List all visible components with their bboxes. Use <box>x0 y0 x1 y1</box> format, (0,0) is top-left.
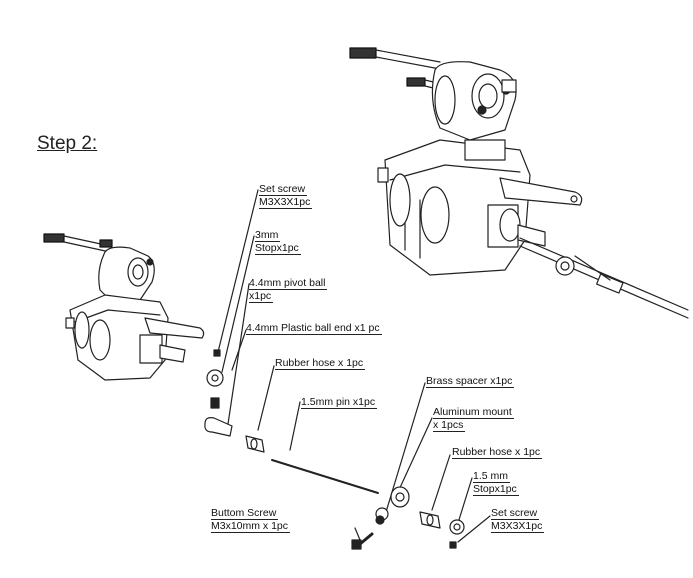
label-bottom-screw: Buttom Screw M3x10mm x 1pc <box>211 507 291 533</box>
label-aluminum-mount: Aluminum mount x 1pcs <box>433 406 514 432</box>
label-rubber-hose-right: Rubber hose x 1pc <box>452 446 543 459</box>
step-title: Step 2: <box>37 133 98 154</box>
label-1-5mm-stop: 1.5 mm Stopx1pc <box>473 470 519 496</box>
assembled-gearbox-small <box>43 233 205 381</box>
label-set-screw-bottom: Set screw M3X3X1pc <box>491 507 545 533</box>
assembled-gearbox-large <box>349 47 689 319</box>
label-pivot-ball: 4.4mm pivot ball x1pc <box>249 277 328 303</box>
label-set-screw-top: Set screw M3X3X1pc <box>259 183 313 209</box>
input-shaft-large <box>349 47 441 70</box>
label-rubber-hose-left: Rubber hose x 1pc <box>275 357 366 370</box>
label-pin: 1.5mm pin x1pc <box>301 396 378 409</box>
label-brass-spacer: Brass spacer x1pc <box>426 375 515 388</box>
label-plastic-ball-end: 4.4mm Plastic ball end x1 pc <box>246 322 382 335</box>
label-3mm-stop: 3mm Stopx1pc <box>255 229 301 255</box>
exploded-parts <box>204 189 491 550</box>
